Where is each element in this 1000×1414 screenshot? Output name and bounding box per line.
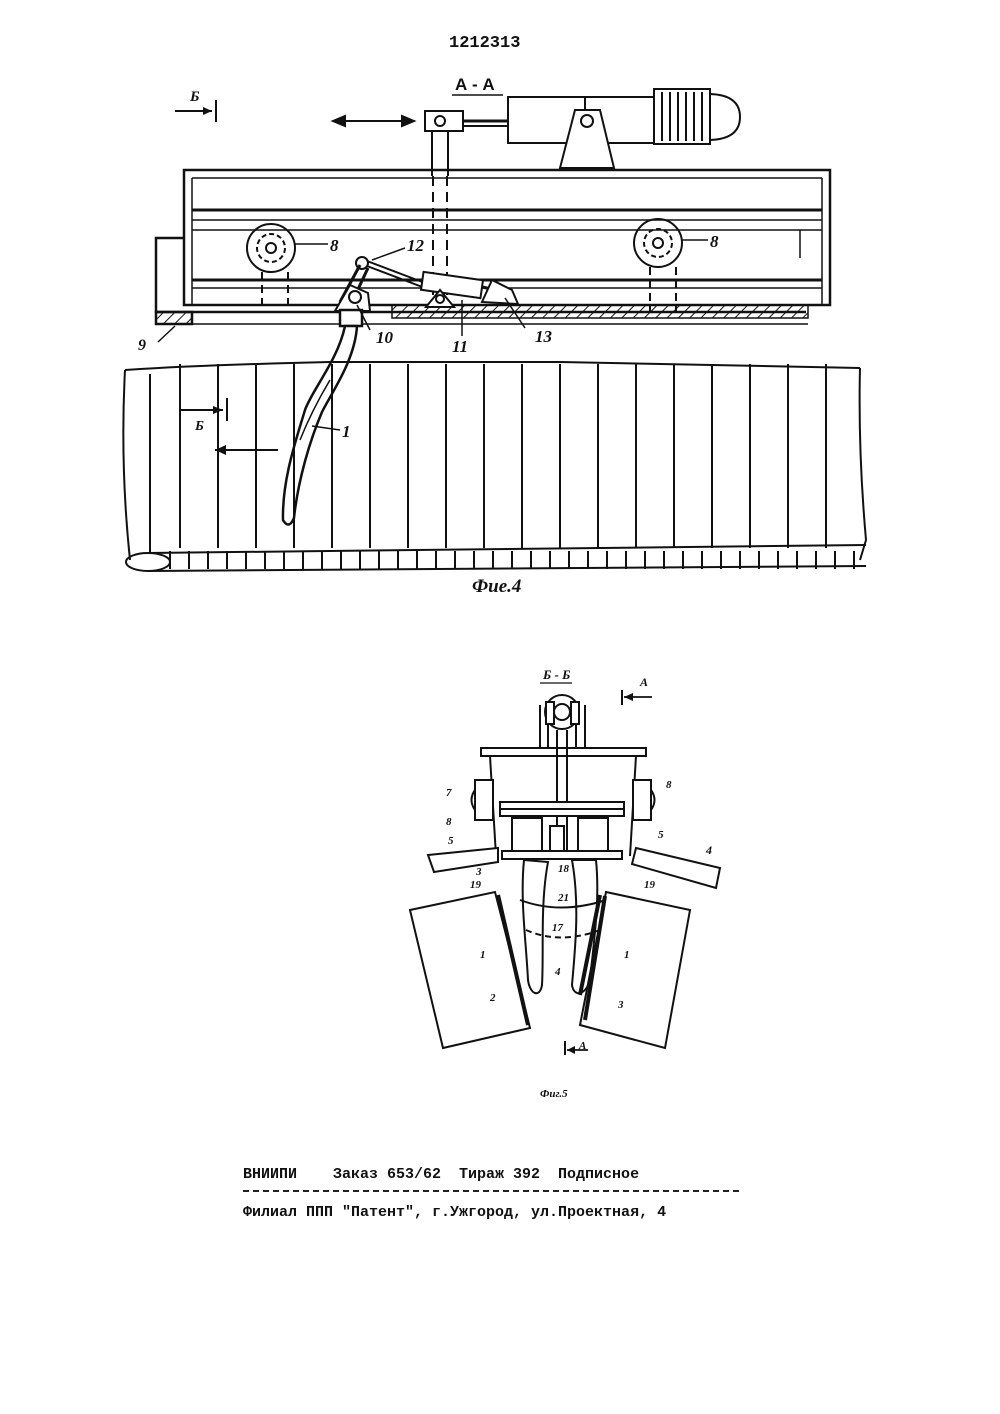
label-f5-1-right: 1 [624, 949, 630, 961]
label-f5-18: 18 [558, 863, 570, 875]
label-f5-4-right: 4 [705, 843, 712, 857]
footer-divider [243, 1190, 739, 1192]
label-f5-5-right: 5 [658, 829, 664, 841]
label-f5-7: 7 [446, 787, 452, 799]
label-f5-3-right: 3 [617, 999, 624, 1011]
fig5-section-title: Б - Б [542, 667, 570, 682]
fig5-caption: Фиг.5 [540, 1088, 568, 1100]
label-f5-8-right: 8 [666, 779, 672, 791]
label-f5-8-left: 8 [446, 816, 452, 828]
label-f5-2: 2 [489, 992, 496, 1004]
fig5-section-mark-top: А [622, 675, 652, 705]
label-f5-21: 21 [557, 892, 569, 904]
fig5-section-mark-bottom: А [565, 1040, 588, 1055]
label-f5-5-left: 5 [448, 835, 454, 847]
label-f5-3-left: 3 [475, 866, 482, 878]
label-f5-19-left: 19 [470, 879, 482, 891]
label-f5-1-left: 1 [480, 949, 486, 961]
label-f5-4-center: 4 [554, 966, 561, 978]
svg-text:А: А [639, 675, 648, 689]
footer-line-1: ВНИИПИ Заказ 653/62 Тираж 392 Подписное [243, 1166, 639, 1183]
label-f5-19-right: 19 [644, 879, 656, 891]
footer-line-2: Филиал ППП "Патент", г.Ужгород, ул.Проек… [243, 1204, 666, 1221]
label-f5-17: 17 [552, 922, 564, 934]
